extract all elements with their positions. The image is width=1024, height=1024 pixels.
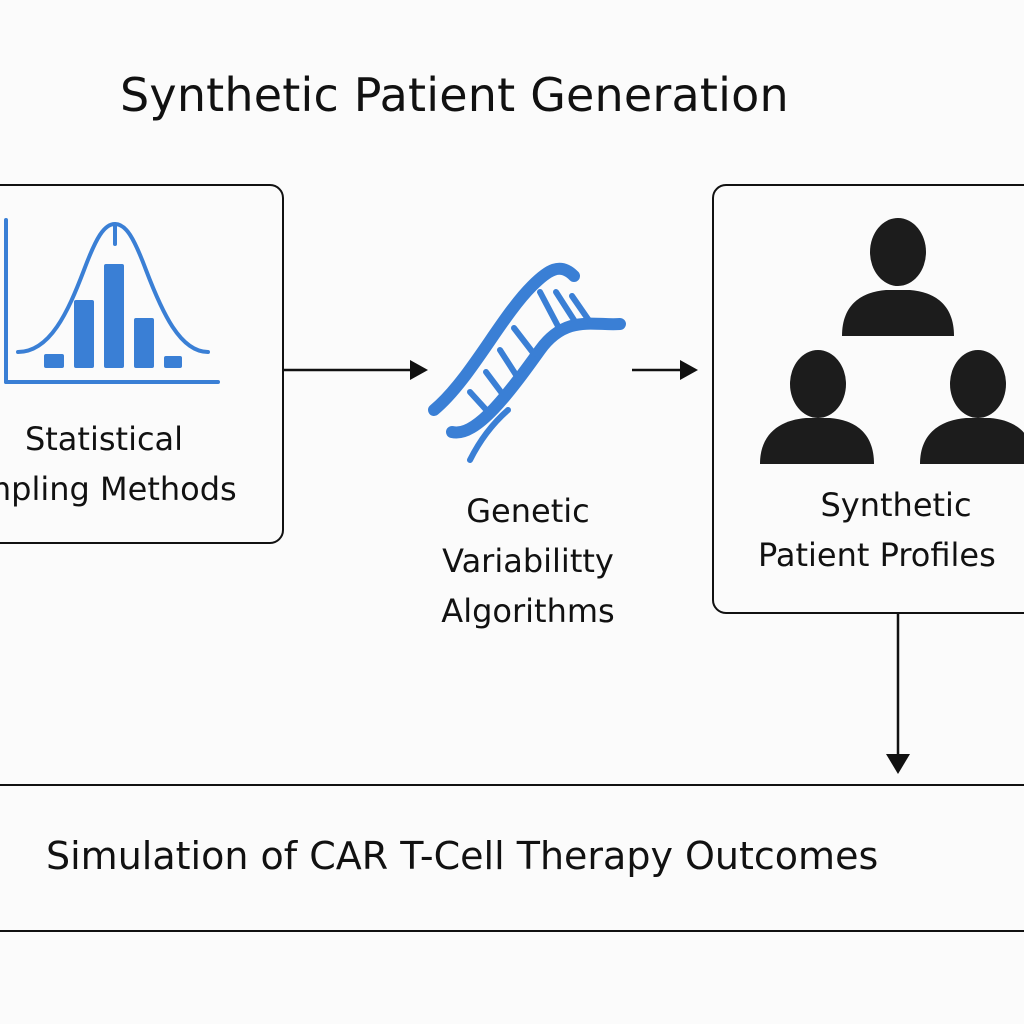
histogram-bar — [164, 356, 182, 368]
label-line: Genetic — [466, 492, 590, 530]
label-line: Synthetic — [820, 486, 972, 524]
histogram-bar — [74, 300, 94, 368]
label-line: Algorithms — [441, 592, 615, 630]
diagram-title: Synthetic Patient Generation — [120, 68, 789, 122]
arrow-statistical-to-genetic — [284, 360, 428, 380]
dna-helix-icon — [428, 262, 626, 463]
patient-icon — [842, 218, 954, 336]
patient-icon — [760, 350, 874, 464]
outcome-top-border — [0, 784, 1024, 786]
histogram-bar — [44, 354, 64, 368]
label-line: Patient Profiles — [758, 536, 996, 574]
synthetic-profiles-label: Synthetic Patient Profiles — [740, 480, 1024, 580]
statistical-sampling-box — [0, 184, 284, 544]
label-line: Statistical — [24, 420, 184, 458]
histogram-bar — [104, 264, 124, 368]
outcome-label: Simulation of CAR T-Cell Therapy Outcome… — [46, 834, 879, 878]
histogram-bar — [134, 318, 154, 368]
arrow-genetic-to-profiles — [632, 360, 698, 380]
histogram-bars — [44, 264, 182, 368]
statistical-sampling-label: Statistical mpling Methods — [0, 414, 237, 514]
bell-curve-histogram-icon — [4, 218, 220, 384]
patient-icon — [920, 350, 1024, 464]
label-line: Variabilitty — [442, 542, 614, 580]
patients-group-icon — [760, 218, 1024, 464]
arrow-profiles-to-outcome — [886, 614, 910, 774]
synthetic-profiles-box — [712, 184, 1024, 614]
genetic-variability-label: Genetic Variabilitty Algorithms — [406, 486, 650, 636]
label-line: mpling Methods — [0, 470, 237, 508]
outcome-bottom-border — [0, 930, 1024, 932]
